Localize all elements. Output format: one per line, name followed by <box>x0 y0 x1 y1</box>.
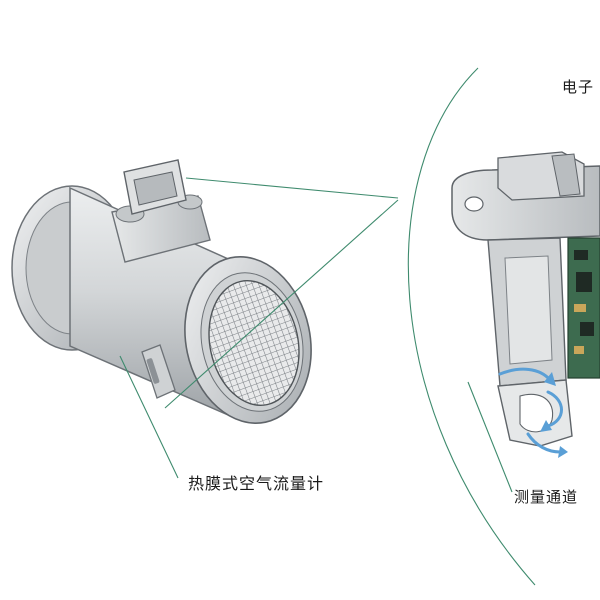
label-hot-film-air-flow-meter: 热膜式空气流量计 <box>188 474 325 493</box>
flow-arrow-loop <box>546 390 563 428</box>
flow-arrows <box>498 367 563 454</box>
flow-arrow-in <box>498 367 552 382</box>
leader-lines <box>119 67 536 586</box>
leader-line-bottom <box>164 199 399 409</box>
flow-arrow-out <box>526 432 562 454</box>
sensor-cutaway-illustration <box>451 151 600 458</box>
leader-line-sensor-label <box>119 355 179 479</box>
label-measuring-channel: 测量通道 <box>514 488 579 506</box>
magnifier-arc <box>407 67 536 586</box>
leader-line-top <box>185 177 399 199</box>
label-electronics: 电子 <box>562 78 595 96</box>
air-flow-meter-illustration <box>11 159 312 424</box>
side-clip <box>141 344 176 399</box>
mesh-screen <box>208 280 300 406</box>
leader-line-channel-label <box>467 381 513 493</box>
